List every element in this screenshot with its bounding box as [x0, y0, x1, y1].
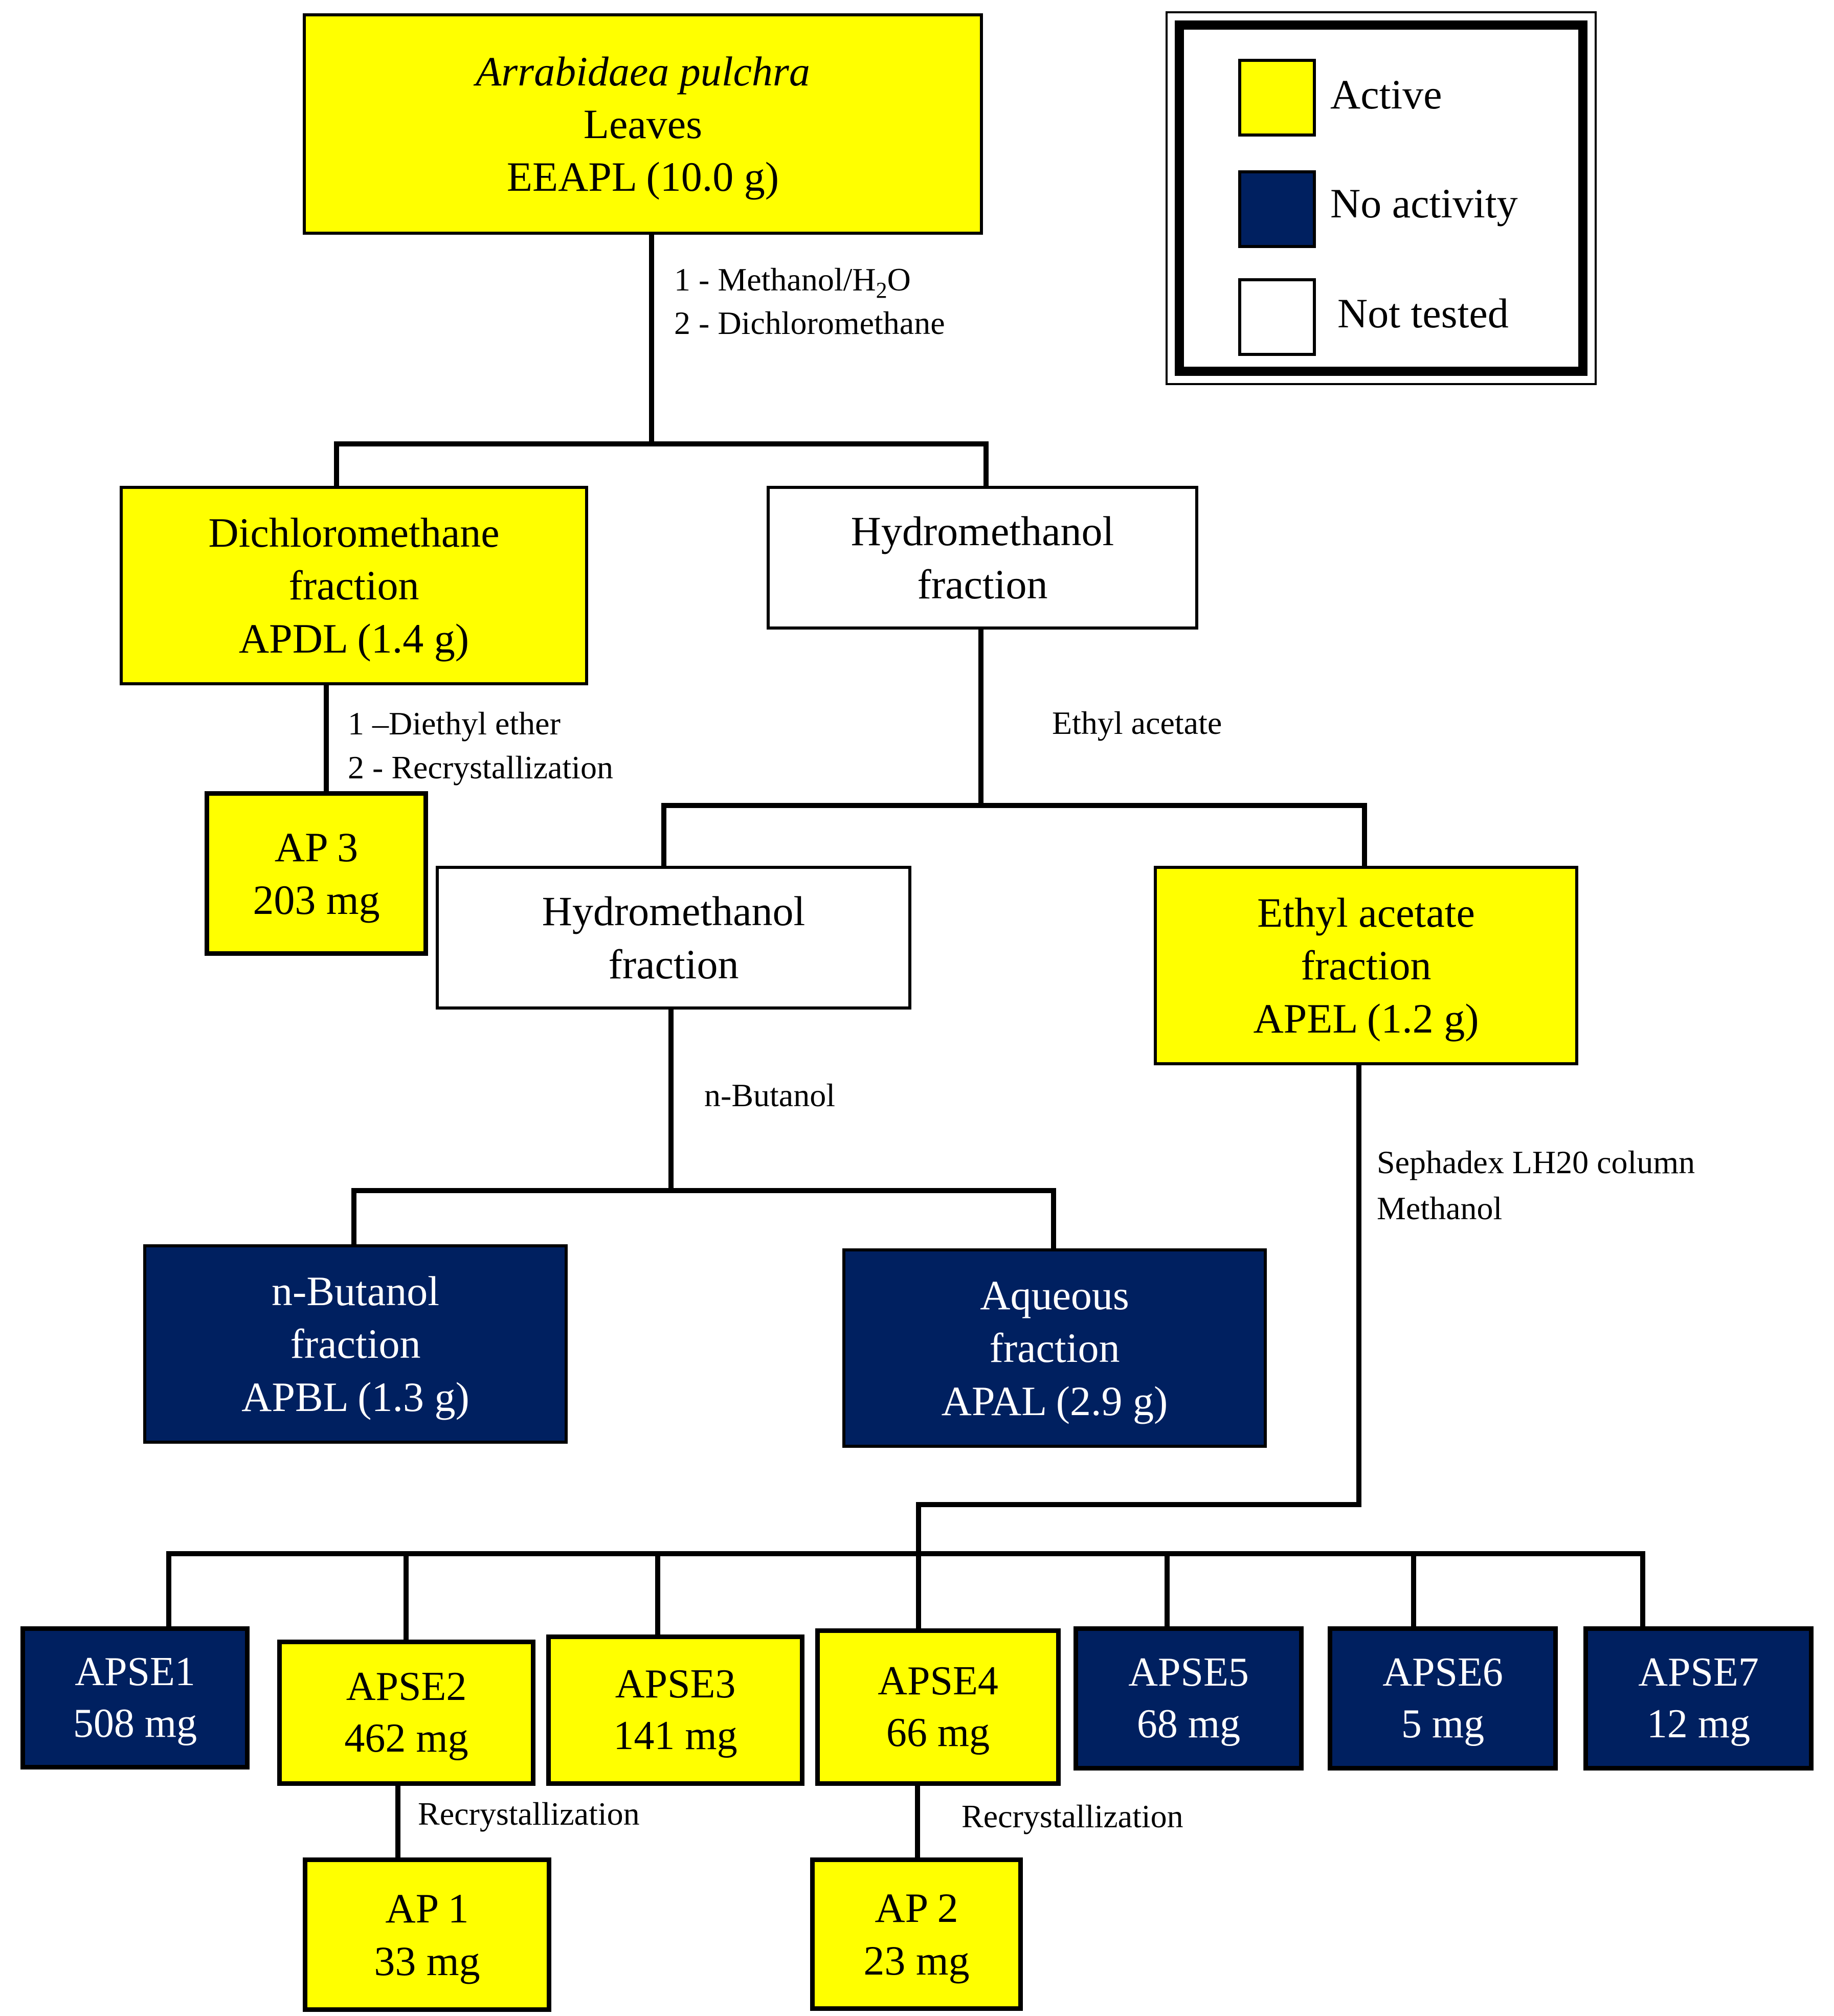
node-root-extract: EEAPL (10.0 g)	[506, 153, 779, 200]
node-apse5-mass: 68 mg	[1136, 1701, 1241, 1746]
node-hm1-line1: Hydromethanol	[851, 508, 1114, 555]
node-aq-line3: APAL (2.9 g)	[941, 1377, 1168, 1424]
step-ea-line2: Methanol	[1377, 1190, 1503, 1226]
node-hm1-line2: fraction	[917, 561, 1048, 608]
node-bu-line3: APBL (1.3 g)	[241, 1373, 469, 1420]
node-apse6: APSE6 5 mg	[1328, 1626, 1558, 1771]
step-root-line2: 2 - Dichloromethane	[674, 304, 945, 341]
node-bu-line2: fraction	[290, 1320, 421, 1368]
step-root-line1: 1 - Methanol/H2O	[674, 258, 945, 305]
node-apse3: APSE3 141 mg	[546, 1634, 804, 1786]
legend-label-no-activity: No activity	[1330, 180, 1518, 227]
node-apse1-name: APSE1	[75, 1649, 195, 1695]
node-apse5-name: APSE5	[1128, 1650, 1249, 1695]
step-root-line1-suffix: O	[887, 261, 911, 298]
node-n-butanol-fraction: n-Butanol fraction APBL (1.3 g)	[143, 1244, 568, 1444]
node-ap2-line1: AP 2	[875, 1884, 958, 1931]
node-ap3-line2: 203 mg	[253, 877, 380, 923]
node-dcm-line3: APDL (1.4 g)	[238, 615, 469, 662]
node-ea-line2: fraction	[1301, 942, 1432, 989]
node-ethyl-acetate-fraction: Ethyl acetate fraction APEL (1.2 g)	[1154, 866, 1578, 1065]
node-hm2-line1: Hydromethanol	[542, 888, 806, 935]
node-ap2-line2: 23 mg	[863, 1937, 970, 1984]
step-ea: Sephadex LH20 column Methanol	[1377, 1139, 1695, 1231]
node-ap2: AP 2 23 mg	[810, 1857, 1023, 2011]
node-apse4-name: APSE4	[878, 1659, 998, 1704]
node-dcm-line2: fraction	[288, 562, 419, 609]
node-ap3-line1: AP 3	[274, 823, 359, 870]
legend-label-active: Active	[1330, 71, 1442, 118]
node-apse4: APSE4 66 mg	[815, 1628, 1061, 1786]
step-root-line1-sub: 2	[876, 277, 887, 303]
node-dcm-line1: Dichloromethane	[208, 509, 500, 556]
node-apse2: APSE2 462 mg	[277, 1640, 535, 1786]
step-dcm-line1: 1 –Diethyl ether	[348, 705, 561, 742]
step-ea-line1: Sephadex LH20 column	[1377, 1144, 1695, 1180]
node-ea-line3: APEL (1.2 g)	[1253, 995, 1479, 1042]
legend-frame: Active No activity Not tested	[1175, 20, 1587, 376]
node-ap1-line1: AP 1	[385, 1885, 469, 1932]
node-ap1-line2: 33 mg	[374, 1938, 480, 1984]
node-apse1: APSE1 508 mg	[20, 1626, 250, 1769]
node-apse3-name: APSE3	[615, 1662, 736, 1707]
node-root-part: Leaves	[583, 100, 703, 147]
node-ap3: AP 3 203 mg	[205, 791, 428, 956]
step-root: 1 - Methanol/H2O 2 - Dichloromethane	[674, 258, 945, 344]
step-root-line1-prefix: 1 - Methanol/H	[674, 261, 876, 298]
step-dcm: 1 –Diethyl ether 2 - Recrystallization	[348, 702, 613, 790]
node-root-species: Arrabidaea pulchra	[476, 48, 810, 95]
node-hm2-line2: fraction	[608, 940, 739, 988]
node-bu-line1: n-Butanol	[272, 1268, 439, 1315]
node-apse7-mass: 12 mg	[1646, 1701, 1751, 1746]
step-apse2: Recrystallization	[418, 1796, 640, 1832]
node-aqueous-fraction: Aqueous fraction APAL (2.9 g)	[842, 1248, 1267, 1448]
node-ap1: AP 1 33 mg	[303, 1857, 551, 2012]
legend-swatch-no-activity	[1238, 170, 1316, 248]
node-hydromethanol-fraction-1: Hydromethanol fraction	[767, 486, 1198, 630]
node-hydromethanol-fraction-2: Hydromethanol fraction	[436, 866, 911, 1010]
step-hm2: n-Butanol	[704, 1077, 835, 1113]
node-dichloromethane-fraction: Dichloromethane fraction APDL (1.4 g)	[120, 486, 588, 685]
node-apse2-name: APSE2	[346, 1664, 467, 1710]
node-apse7: APSE7 12 mg	[1583, 1626, 1814, 1771]
step-dcm-line2: 2 - Recrystallization	[348, 749, 613, 786]
node-ea-line1: Ethyl acetate	[1257, 889, 1475, 936]
node-apse1-mass: 508 mg	[73, 1701, 197, 1746]
node-apse6-name: APSE6	[1382, 1650, 1503, 1695]
legend: Active No activity Not tested	[1166, 11, 1597, 385]
node-apse4-mass: 66 mg	[886, 1710, 990, 1755]
node-apse5: APSE5 68 mg	[1073, 1626, 1304, 1771]
step-apse4: Recrystallization	[961, 1798, 1183, 1834]
node-root: Arrabidaea pulchra Leaves EEAPL (10.0 g)	[303, 13, 983, 235]
node-aq-line2: fraction	[989, 1325, 1120, 1372]
node-apse2-mass: 462 mg	[344, 1716, 468, 1761]
legend-label-not-tested: Not tested	[1337, 290, 1509, 337]
legend-swatch-not-tested	[1238, 278, 1316, 356]
node-apse6-mass: 5 mg	[1401, 1701, 1485, 1746]
node-apse3-mass: 141 mg	[613, 1713, 737, 1758]
node-apse7-name: APSE7	[1638, 1650, 1759, 1695]
step-hm1: Ethyl acetate	[1052, 705, 1222, 741]
node-aq-line1: Aqueous	[980, 1272, 1129, 1319]
legend-swatch-active	[1238, 59, 1316, 137]
